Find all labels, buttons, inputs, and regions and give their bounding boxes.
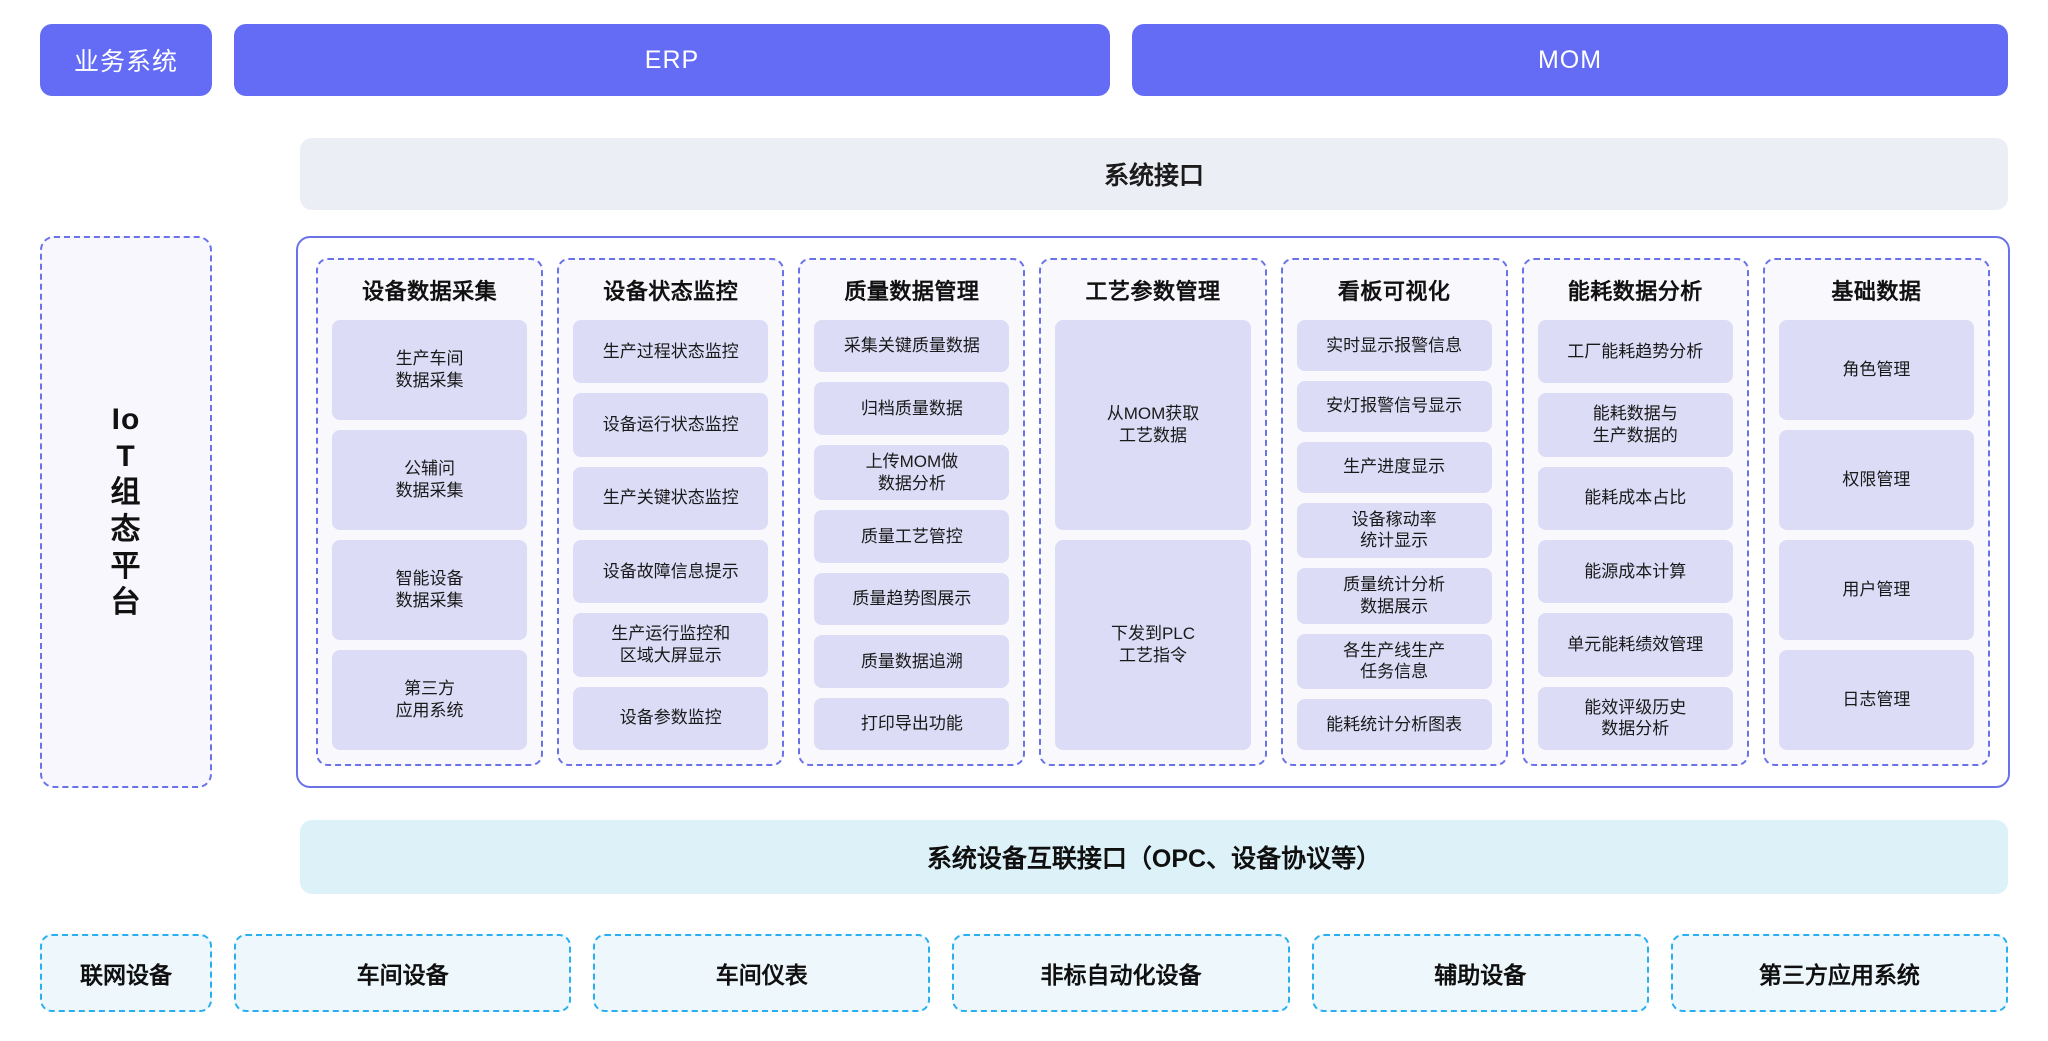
group-title: 质量数据管理 (844, 279, 980, 304)
group-items: 采集关键质量数据 归档质量数据 上传MOM做 数据分析 质量工艺管控 质量趋势图… (814, 320, 1010, 751)
group-items: 生产车间 数据采集 公辅问 数据采集 智能设备 数据采集 第三方 应用系统 (332, 320, 528, 750)
module-item[interactable]: 单元能耗绩效管理 (1537, 613, 1733, 677)
module-item[interactable]: 能效评级历史 数据分析 (1537, 686, 1733, 750)
module-item[interactable]: 质量工艺管控 (814, 510, 1010, 563)
module-group-data-acquisition: 设备数据采集 生产车间 数据采集 公辅问 数据采集 智能设备 数据采集 第三方 … (316, 258, 544, 766)
module-item[interactable]: 归档质量数据 (814, 382, 1010, 435)
group-items: 工厂能耗趋势分析 能耗数据与 生产数据的 能耗成本占比 能源成本计算 单元能耗绩… (1537, 320, 1733, 750)
business-systems-row: 业务系统 ERP MOM (40, 24, 2008, 96)
module-item[interactable]: 生产车间 数据采集 (332, 320, 528, 420)
module-item[interactable]: 第三方 应用系统 (332, 650, 528, 750)
group-title: 设备数据采集 (362, 279, 498, 304)
system-erp[interactable]: ERP (234, 24, 1110, 96)
module-item[interactable]: 角色管理 (1778, 320, 1974, 420)
device-interconnect-bar: 系统设备互联接口（OPC、设备协议等） (300, 820, 2008, 894)
device-workshop-equipment[interactable]: 车间设备 (234, 934, 572, 1012)
group-items: 角色管理 权限管理 用户管理 日志管理 (1778, 320, 1974, 750)
device-auxiliary-equipment[interactable]: 辅助设备 (1311, 934, 1649, 1012)
iot-platform-box: IoT组态平台 (40, 236, 212, 788)
module-item[interactable]: 设备参数监控 (573, 686, 769, 750)
devices-row: 联网设备 车间设备 车间仪表 非标自动化设备 辅助设备 第三方应用系统 (40, 934, 2009, 1012)
group-title: 看板可视化 (1337, 279, 1451, 304)
module-item[interactable]: 质量趋势图展示 (814, 572, 1010, 626)
module-item[interactable]: 安灯报警信号显示 (1296, 380, 1492, 432)
system-mom[interactable]: MOM (1132, 24, 2008, 96)
group-title: 能耗数据分析 (1567, 279, 1703, 304)
module-item[interactable]: 设备稼动率 统计显示 (1296, 502, 1492, 559)
module-item[interactable]: 生产运行监控和 区域大屏显示 (573, 613, 769, 677)
module-item[interactable]: 设备运行状态监控 (573, 393, 769, 457)
module-item[interactable]: 日志管理 (1778, 650, 1974, 750)
module-group-energy-analysis: 能耗数据分析 工厂能耗趋势分析 能耗数据与 生产数据的 能耗成本占比 能源成本计… (1521, 258, 1749, 766)
module-item[interactable]: 用户管理 (1778, 540, 1974, 640)
module-item[interactable]: 质量数据追溯 (814, 635, 1010, 688)
group-items: 生产过程状态监控 设备运行状态监控 生产关键状态监控 设备故障信息提示 生产运行… (573, 320, 769, 750)
module-group-quality-data: 质量数据管理 采集关键质量数据 归档质量数据 上传MOM做 数据分析 质量工艺管… (798, 258, 1026, 766)
module-item[interactable]: 智能设备 数据采集 (332, 540, 528, 640)
group-title: 基础数据 (1831, 279, 1922, 304)
module-item[interactable]: 各生产线生产 任务信息 (1296, 633, 1492, 690)
module-group-process-parameters: 工艺参数管理 从MOM获取 工艺数据 下发到PLC 工艺指令 (1039, 258, 1267, 766)
module-group-basic-data: 基础数据 角色管理 权限管理 用户管理 日志管理 (1762, 258, 1990, 766)
group-title: 设备状态监控 (603, 279, 739, 304)
module-group-dashboard: 看板可视化 实时显示报警信息 安灯报警信号显示 生产进度显示 设备稼动率 统计显… (1280, 258, 1508, 766)
module-item[interactable]: 工厂能耗趋势分析 (1537, 320, 1733, 384)
module-item[interactable]: 设备故障信息提示 (573, 539, 769, 604)
device-third-party-system[interactable]: 第三方应用系统 (1670, 934, 2009, 1012)
module-item[interactable]: 生产过程状态监控 (573, 320, 769, 384)
group-items: 实时显示报警信息 安灯报警信号显示 生产进度显示 设备稼动率 统计显示 质量统计… (1296, 320, 1492, 750)
group-title: 工艺参数管理 (1085, 279, 1221, 304)
iot-platform-label: IoT组态平台 (110, 403, 142, 620)
device-networked-equipment[interactable]: 联网设备 (40, 934, 212, 1012)
module-group-status-monitoring: 设备状态监控 生产过程状态监控 设备运行状态监控 生产关键状态监控 设备故障信息… (557, 258, 785, 766)
module-item[interactable]: 从MOM获取 工艺数据 (1055, 320, 1251, 530)
module-item[interactable]: 权限管理 (1778, 430, 1974, 530)
group-items: 从MOM获取 工艺数据 下发到PLC 工艺指令 (1055, 320, 1251, 750)
module-item[interactable]: 质量统计分析 数据展示 (1296, 568, 1492, 624)
device-nonstandard-automation[interactable]: 非标自动化设备 (952, 934, 1290, 1012)
module-item[interactable]: 生产关键状态监控 (573, 466, 769, 530)
module-item[interactable]: 下发到PLC 工艺指令 (1055, 540, 1251, 750)
module-item[interactable]: 上传MOM做 数据分析 (814, 444, 1010, 501)
device-workshop-instruments[interactable]: 车间仪表 (593, 934, 931, 1012)
module-item[interactable]: 能耗成本占比 (1537, 466, 1733, 530)
module-item[interactable]: 生产进度显示 (1296, 441, 1492, 493)
module-item[interactable]: 能耗统计分析图表 (1296, 699, 1492, 750)
module-item[interactable]: 能耗数据与 生产数据的 (1537, 393, 1733, 457)
module-item[interactable]: 采集关键质量数据 (814, 320, 1010, 373)
module-item[interactable]: 打印导出功能 (814, 697, 1010, 751)
module-item[interactable]: 能源成本计算 (1537, 539, 1733, 604)
system-interface-bar: 系统接口 (300, 138, 2008, 210)
module-item[interactable]: 公辅问 数据采集 (332, 430, 528, 530)
business-systems-label: 业务系统 (40, 24, 212, 96)
functional-modules-panel: 设备数据采集 生产车间 数据采集 公辅问 数据采集 智能设备 数据采集 第三方 … (296, 236, 2010, 788)
module-item[interactable]: 实时显示报警信息 (1296, 320, 1492, 371)
